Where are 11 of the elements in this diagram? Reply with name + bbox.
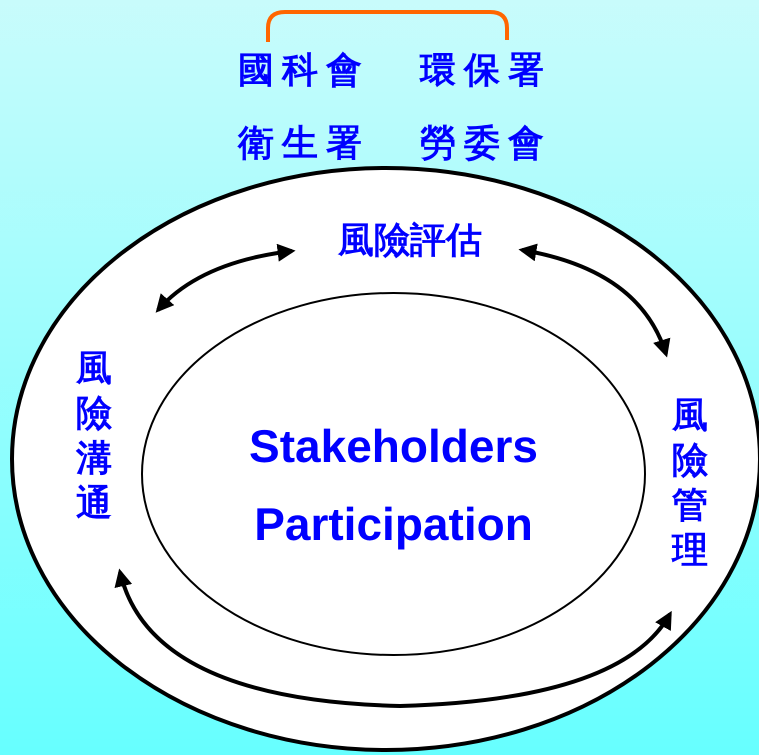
step-label: 風險管理: [670, 393, 709, 573]
agency-label: 環保署: [420, 52, 552, 88]
arrow: [156, 244, 296, 313]
agency-label: 衛生署: [238, 125, 370, 161]
center-label: Stakeholders Participation: [248, 419, 539, 552]
agency-label: 勞委會: [420, 125, 552, 161]
arrow: [518, 244, 670, 358]
agency-label: 國科會: [238, 52, 370, 88]
arrow: [116, 568, 672, 708]
step-label: 風險評估: [336, 220, 483, 262]
step-label: 風險溝通: [74, 346, 113, 526]
